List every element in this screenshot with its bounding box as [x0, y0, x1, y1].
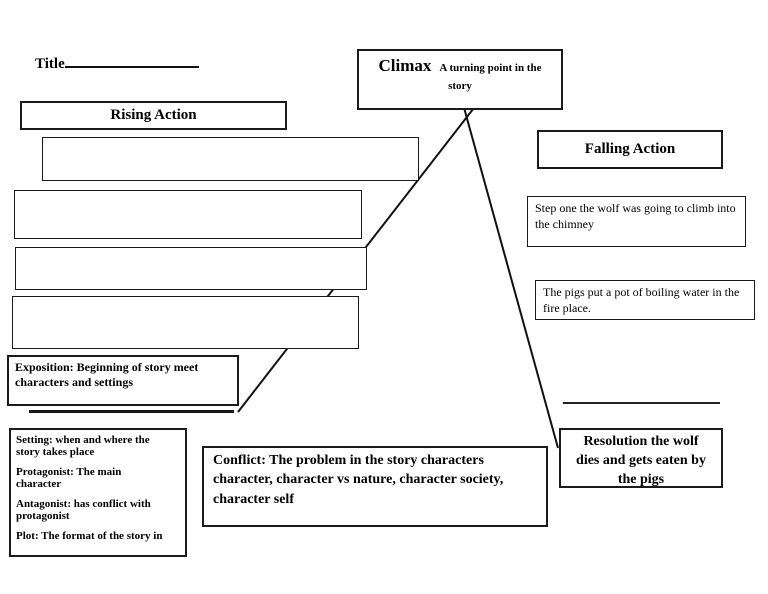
rising-step-box-1[interactable] [42, 137, 419, 181]
climax-description: A turning point in the story [439, 62, 542, 92]
antagonist-definition: Antagonist: has conflict with protagonis… [16, 498, 151, 522]
exposition-box: Exposition: Beginning of story meet char… [7, 355, 239, 406]
climax-box: Climax A turning point in the story [357, 49, 563, 110]
protagonist-definition: Protagonist: The main character [16, 466, 122, 490]
exposition-underline [29, 410, 234, 413]
resolution-box: Resolution the wolf dies and gets eaten … [559, 428, 723, 488]
falling-step-2-text: The pigs put a pot of boiling water in t… [543, 285, 740, 315]
exposition-text: Exposition: Beginning of story meet char… [15, 360, 199, 389]
conflict-text: Conflict: The problem in the story chara… [213, 453, 504, 507]
story-elements-box: Setting: when and where the story takes … [9, 428, 187, 557]
conflict-box: Conflict: The problem in the story chara… [202, 446, 548, 527]
setting-definition: Setting: when and where the story takes … [16, 434, 150, 458]
title-blank-line[interactable] [64, 66, 199, 68]
plot-definition: Plot: The format of the story in [16, 530, 163, 543]
title-row: Title [35, 56, 199, 73]
climax-heading: Climax [378, 56, 432, 75]
rising-action-label: Rising Action [110, 107, 197, 123]
falling-action-label: Falling Action [584, 141, 676, 157]
resolution-blank-line[interactable] [563, 402, 720, 404]
climax-text: Climax A turning point in the story [365, 56, 555, 94]
falling-action-line [462, 103, 559, 449]
title-label: Title [35, 56, 65, 72]
falling-action-header-box: Falling Action [537, 130, 723, 169]
falling-step-1-text: Step one the wolf was going to climb int… [535, 201, 736, 231]
resolution-text: Resolution the wolf dies and gets eaten … [576, 434, 706, 488]
falling-step-box-1: Step one the wolf was going to climb int… [527, 196, 746, 247]
rising-step-box-4[interactable] [12, 296, 359, 349]
rising-step-box-3[interactable] [15, 247, 367, 290]
rising-step-box-2[interactable] [14, 190, 362, 239]
falling-step-box-2: The pigs put a pot of boiling water in t… [535, 280, 755, 320]
rising-action-header-box: Rising Action [20, 101, 287, 130]
